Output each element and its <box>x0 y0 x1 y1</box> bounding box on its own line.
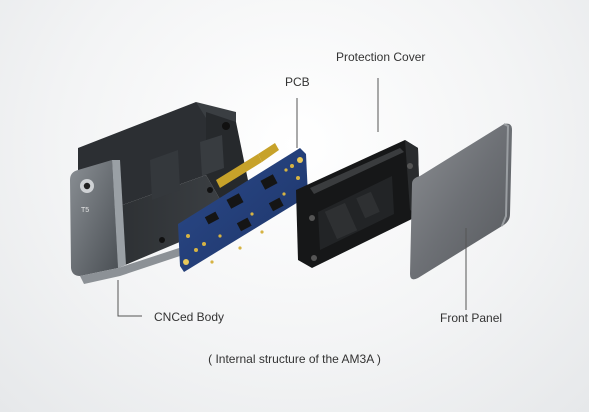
body-marking: T5 <box>81 207 89 214</box>
label-front-panel: Front Panel <box>440 311 503 325</box>
pcb-chip <box>226 193 244 209</box>
label-protection-cover: Protection Cover <box>336 50 426 64</box>
leader-lines <box>117 78 467 317</box>
leader-line-cnced-body <box>117 280 142 317</box>
caption: ( Internal structure of the AM3A ) <box>208 352 381 366</box>
pcb-board <box>178 143 308 272</box>
pcb-chip <box>260 174 278 190</box>
cnced-body: T5 <box>70 102 250 284</box>
label-pcb: PCB <box>285 75 310 89</box>
label-cnced-body: CNCed Body <box>154 310 225 324</box>
pcb-chip <box>268 197 284 212</box>
front-panel <box>410 123 512 280</box>
protection-cover <box>296 140 420 268</box>
pcb-chip <box>236 217 252 232</box>
pcb-chip <box>204 211 220 225</box>
